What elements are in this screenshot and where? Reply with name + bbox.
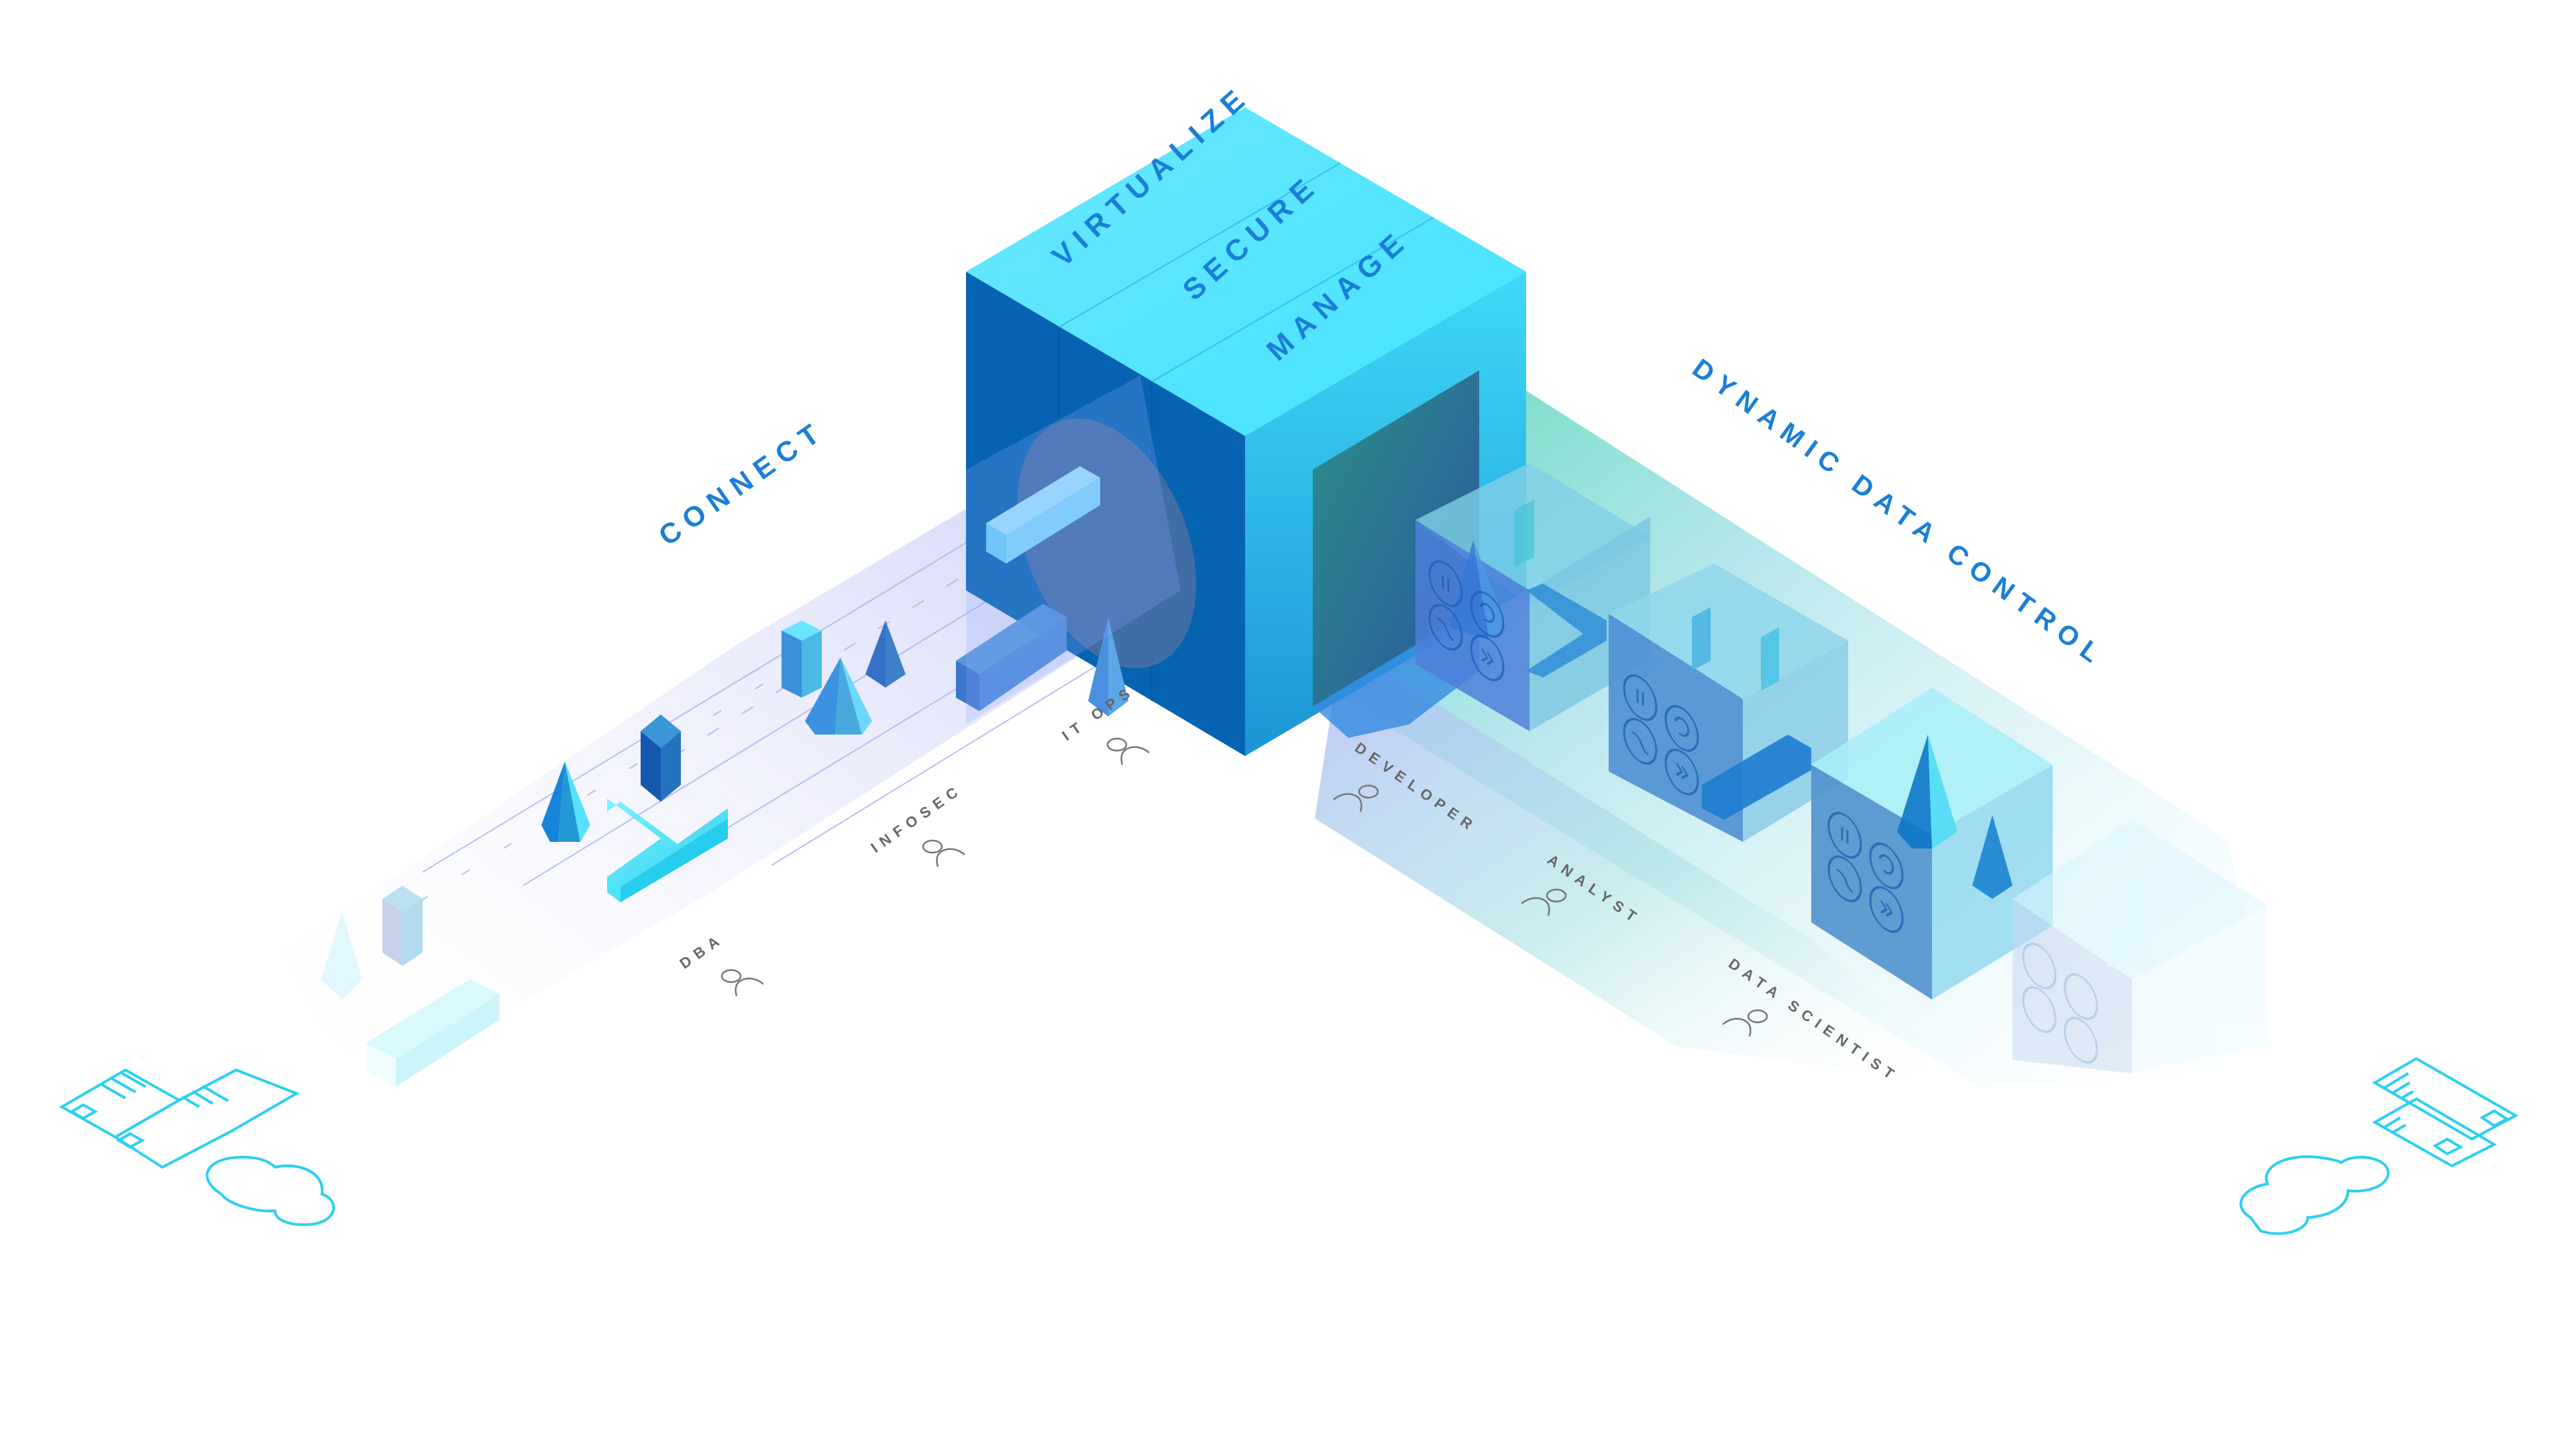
persona-infosec: INFOSEC bbox=[868, 780, 966, 867]
person-icon bbox=[1106, 737, 1150, 765]
person-icon bbox=[720, 969, 764, 997]
cloud-icon bbox=[2239, 1155, 2390, 1235]
person-icon bbox=[1333, 784, 1379, 812]
branch-icon bbox=[1428, 604, 1463, 651]
persona-label: DBA bbox=[677, 930, 728, 972]
branch-icon bbox=[2022, 986, 2057, 1033]
control-set-4-faded bbox=[2022, 943, 2098, 1064]
connect-objects bbox=[321, 621, 906, 1087]
branch-icon bbox=[1827, 855, 1862, 902]
person-icon bbox=[922, 839, 965, 867]
pause-icon bbox=[2022, 943, 2057, 989]
control-set-1 bbox=[1428, 560, 1505, 682]
pause-icon bbox=[1827, 812, 1862, 859]
refresh-icon bbox=[1869, 843, 1904, 890]
fast-forward-icon bbox=[1470, 635, 1505, 682]
connect-section-label: CONNECT bbox=[653, 414, 831, 552]
fast-forward-icon bbox=[2063, 1017, 2098, 1064]
control-set-2 bbox=[1623, 674, 1699, 796]
data-cube-4-faded bbox=[2012, 820, 2267, 1073]
refresh-icon bbox=[2063, 973, 2098, 1020]
ingest-shapes bbox=[956, 376, 1181, 724]
building-blueprint-icon bbox=[2371, 1057, 2519, 1168]
fast-forward-icon bbox=[1869, 886, 1904, 933]
persona-label: INFOSEC bbox=[868, 780, 966, 856]
branch-icon bbox=[1623, 718, 1658, 765]
person-icon bbox=[1722, 1009, 1768, 1037]
person-icon bbox=[1521, 888, 1567, 916]
cube-top-face bbox=[966, 107, 1526, 436]
building-blueprint-icon bbox=[58, 1068, 300, 1169]
refresh-icon bbox=[1470, 591, 1505, 638]
refresh-icon bbox=[1664, 705, 1699, 752]
pause-icon bbox=[1623, 674, 1658, 721]
pause-icon bbox=[1428, 560, 1463, 607]
fast-forward-icon bbox=[1664, 749, 1699, 796]
data-cube-controls bbox=[1428, 560, 2098, 1064]
persona-dba: DBA bbox=[677, 930, 764, 997]
control-set-3 bbox=[1827, 812, 1904, 933]
cloud-icon bbox=[205, 1155, 335, 1226]
